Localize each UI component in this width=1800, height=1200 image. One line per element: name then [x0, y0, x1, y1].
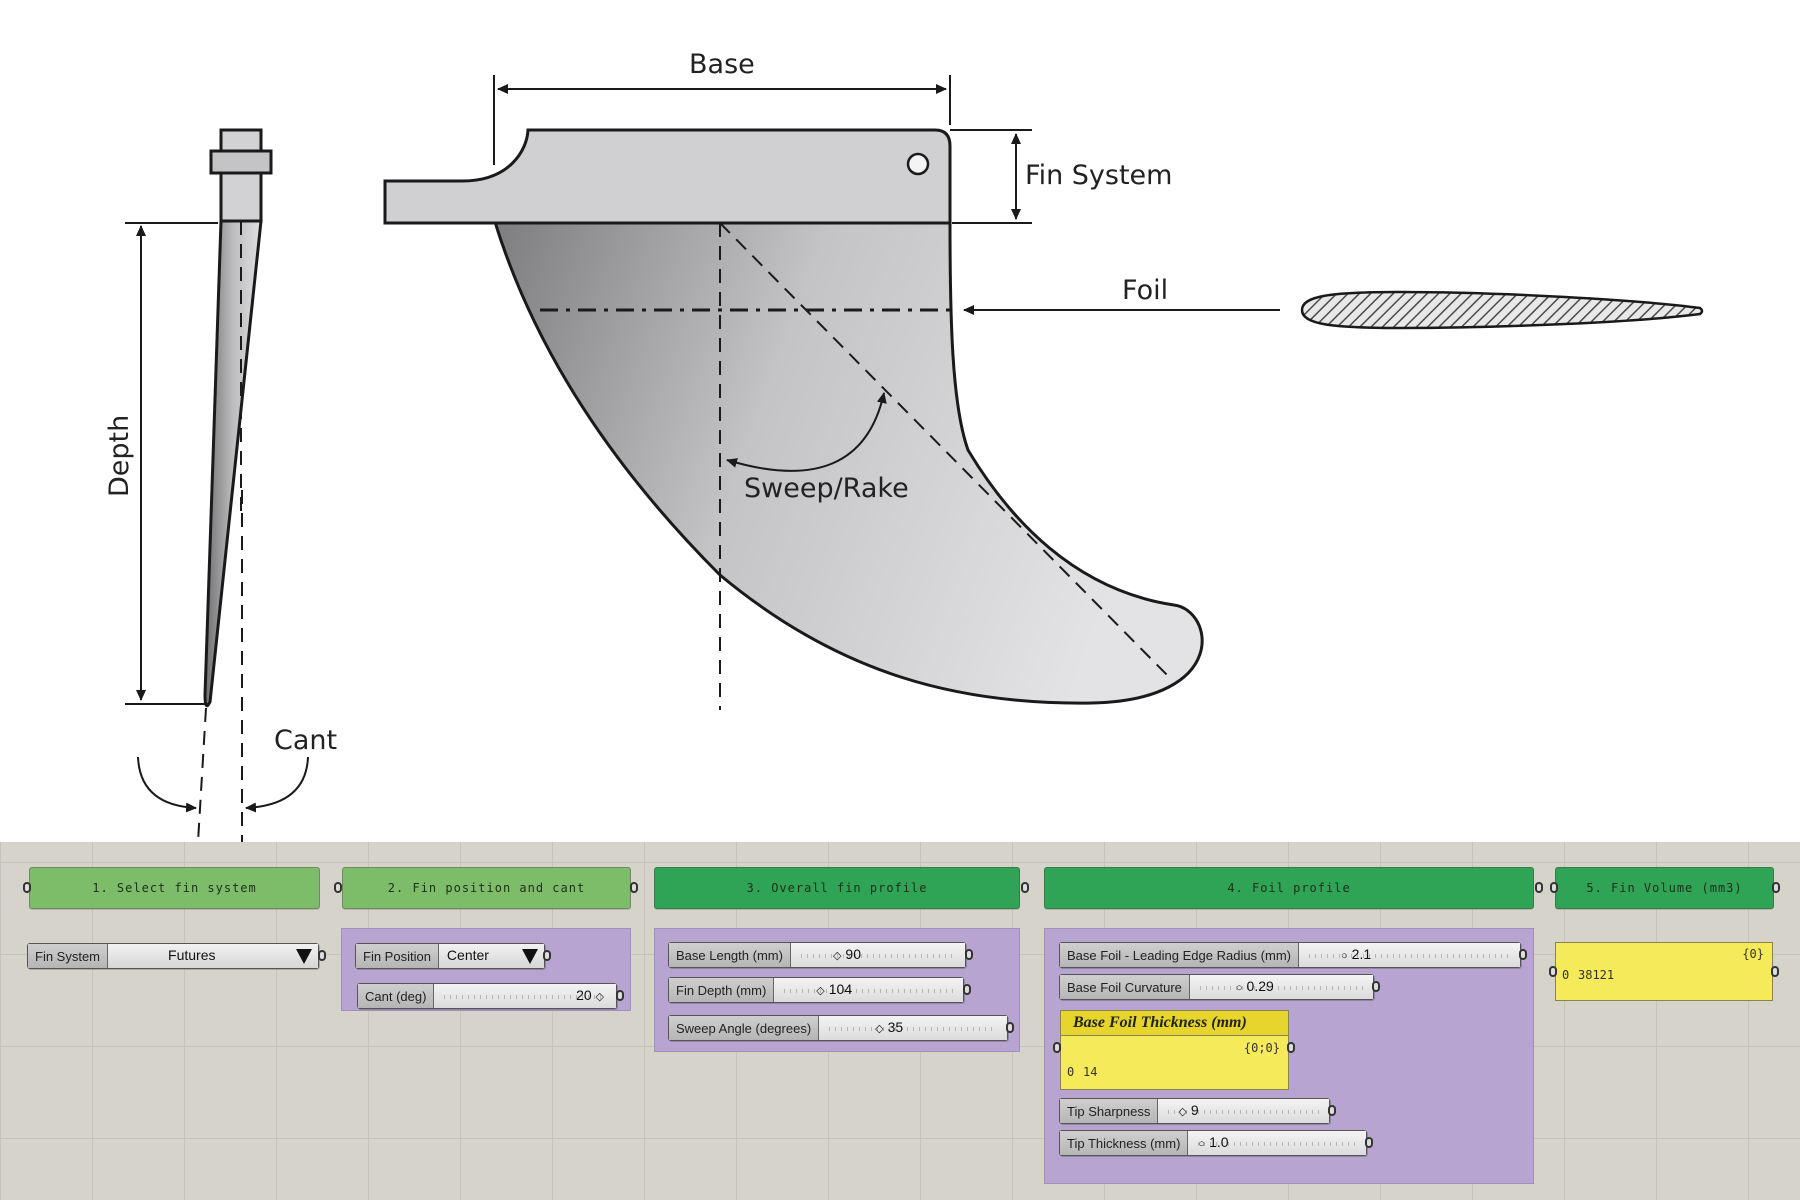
slider-value: 104: [828, 981, 853, 997]
base-foil-curvature-slider[interactable]: Base Foil Curvature ○0.29: [1059, 974, 1374, 1000]
output-port[interactable]: [1365, 1137, 1373, 1148]
fin-side-view: [203, 128, 273, 708]
output-port[interactable]: [963, 984, 971, 995]
cant-slider[interactable]: Cant (deg) 20 ◇: [357, 983, 617, 1009]
panel-title: Base Foil Thickness (mm): [1061, 1011, 1288, 1036]
panel-path: {0}: [1742, 947, 1764, 961]
output-port[interactable]: [1287, 1042, 1295, 1053]
leading-edge-radius-slider[interactable]: Base Foil - Leading Edge Radius (mm) ○2.…: [1059, 942, 1521, 968]
dropdown-arrow-icon[interactable]: [522, 949, 538, 964]
output-port[interactable]: [1021, 882, 1029, 893]
group-header-foil-profile[interactable]: 4. Foil profile: [1044, 867, 1534, 909]
depth-dimension: Depth: [104, 222, 218, 705]
slider-knob-icon[interactable]: ◇: [595, 991, 604, 1003]
group-title: 2. Fin position and cant: [387, 881, 586, 895]
base-label: Base: [689, 49, 755, 80]
dropdown-label: Fin System: [28, 944, 109, 968]
group-header-fin-position-cant[interactable]: 2. Fin position and cant: [342, 867, 631, 909]
group-header-fin-volume[interactable]: 5. Fin Volume (mm3): [1555, 867, 1774, 909]
input-port[interactable]: [1053, 1042, 1061, 1053]
slider-value: 35: [887, 1019, 904, 1035]
fin-depth-slider[interactable]: Fin Depth (mm) ◇104: [668, 977, 964, 1003]
fin-diagram: Depth Cant Sweep/Rake Base Fin System Fo…: [104, 49, 1704, 842]
base-length-slider[interactable]: Base Length (mm) ◇90: [668, 942, 966, 968]
output-port[interactable]: [1328, 1105, 1336, 1116]
fin-volume-panel[interactable]: {0} 0 38121: [1555, 942, 1773, 1001]
slider-knob-icon[interactable]: ○: [1235, 982, 1243, 994]
slider-label: Tip Thickness (mm): [1060, 1131, 1189, 1155]
group-title: 3. Overall fin profile: [746, 881, 928, 895]
output-port[interactable]: [630, 882, 638, 893]
panel-value: 38121: [1578, 968, 1615, 982]
slider-knob-icon[interactable]: ○: [1198, 1138, 1206, 1150]
cant-dimension: Cant: [137, 490, 337, 842]
output-port[interactable]: [1372, 981, 1380, 992]
dropdown-arrow-icon[interactable]: [296, 949, 312, 964]
slider-knob-icon[interactable]: ◇: [832, 950, 842, 962]
tip-sharpness-slider[interactable]: Tip Sharpness ◇9: [1059, 1098, 1330, 1124]
output-port[interactable]: [1535, 882, 1543, 893]
fin-system-dropdown[interactable]: Fin System Futures: [27, 943, 319, 969]
slider-value: 90: [845, 946, 861, 962]
output-port[interactable]: [334, 882, 342, 893]
output-port[interactable]: [318, 950, 326, 961]
slider-knob-icon[interactable]: ○: [1341, 950, 1348, 962]
tip-thickness-slider[interactable]: Tip Thickness (mm) ○1.0: [1059, 1130, 1367, 1156]
foil-cross-section: [1300, 290, 1704, 330]
input-port[interactable]: [23, 882, 31, 893]
group-header-overall-fin-profile[interactable]: 3. Overall fin profile: [654, 867, 1020, 909]
slider-label: Sweep Angle (degrees): [669, 1016, 820, 1040]
group-title: 4. Foil profile: [1227, 881, 1351, 895]
base-dimension: Base: [493, 49, 951, 165]
panel-value: 14: [1083, 1065, 1098, 1079]
slider-value: 2.1: [1351, 946, 1372, 962]
fin-system-dimension: Fin System: [950, 129, 1172, 224]
group-title: 5. Fin Volume (mm3): [1586, 881, 1743, 895]
input-port[interactable]: [1550, 882, 1558, 893]
sweep-angle-slider[interactable]: Sweep Angle (degrees) ◇35: [668, 1015, 1008, 1041]
slider-label: Tip Sharpness: [1060, 1099, 1159, 1123]
slider-label: Fin Depth (mm): [669, 978, 775, 1002]
panel-index: 0: [1067, 1065, 1075, 1079]
slider-label: Cant (deg): [358, 984, 435, 1008]
output-port[interactable]: [1772, 882, 1780, 893]
cant-label: Cant: [274, 725, 337, 756]
slider-value: 0.29: [1246, 978, 1274, 994]
group-header-select-fin-system[interactable]: 1. Select fin system: [29, 867, 320, 909]
output-port[interactable]: [1006, 1022, 1014, 1033]
output-port[interactable]: [1519, 949, 1527, 960]
fin-system-label: Fin System: [1025, 160, 1172, 191]
slider-value: 20: [576, 987, 592, 1003]
dropdown-value: Futures: [168, 947, 216, 963]
fin-position-dropdown[interactable]: Fin Position Center: [355, 943, 545, 969]
foil-label: Foil: [1122, 275, 1168, 306]
output-port[interactable]: [1771, 966, 1779, 977]
output-port[interactable]: [965, 949, 973, 960]
depth-label: Depth: [104, 415, 135, 497]
group-title: 1. Select fin system: [92, 881, 257, 895]
panel-path: {0;0}: [1243, 1041, 1280, 1055]
slider-label: Base Foil - Leading Edge Radius (mm): [1060, 943, 1299, 967]
output-port[interactable]: [543, 950, 551, 961]
sweep-rake-label: Sweep/Rake: [744, 473, 909, 504]
dropdown-label: Fin Position: [356, 944, 439, 968]
foil-callout: Foil: [963, 275, 1704, 330]
slider-knob-icon[interactable]: ◇: [1178, 1106, 1187, 1118]
slider-value: 9: [1190, 1102, 1199, 1118]
input-port[interactable]: [1549, 966, 1557, 977]
slider-knob-icon[interactable]: ◇: [816, 985, 825, 997]
dropdown-value: Center: [446, 947, 489, 963]
base-foil-thickness-panel[interactable]: Base Foil Thickness (mm) {0;0} 0 14: [1060, 1010, 1289, 1090]
fin-profile: Sweep/Rake: [383, 128, 1204, 710]
node-canvas[interactable]: 1. Select fin system 2. Fin position and…: [0, 842, 1800, 1200]
slider-label: Base Foil Curvature: [1060, 975, 1190, 999]
slider-value: 1.0: [1209, 1134, 1229, 1150]
slider-label: Base Length (mm): [669, 943, 791, 967]
output-port[interactable]: [616, 990, 624, 1001]
slider-knob-icon[interactable]: ◇: [875, 1023, 884, 1035]
panel-index: 0: [1562, 968, 1570, 982]
fin-screw-hole: [906, 152, 930, 176]
